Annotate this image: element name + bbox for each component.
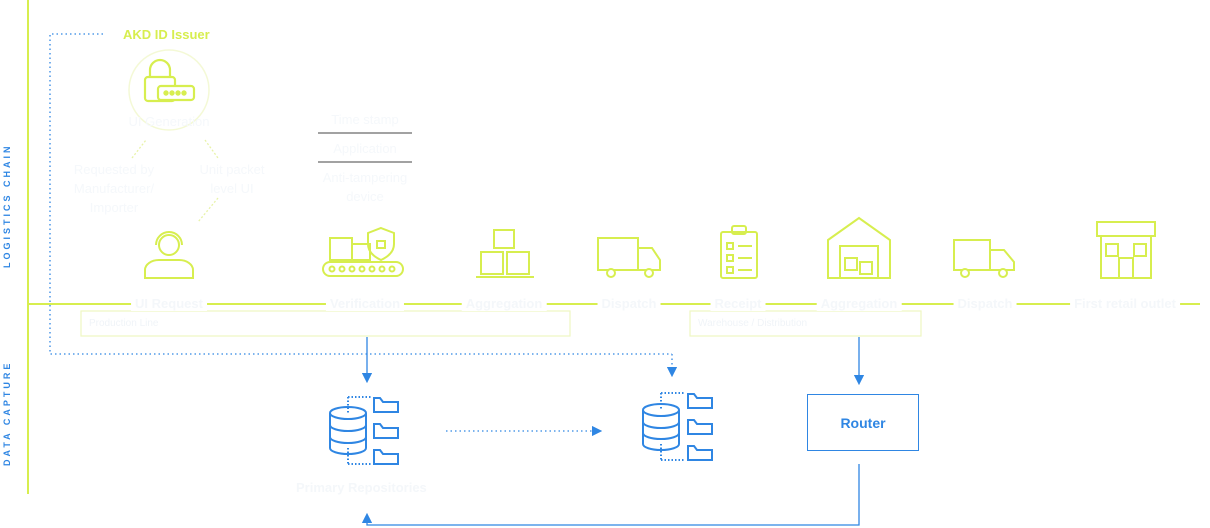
folder-icons-2 — [687, 393, 713, 461]
warehouse-label: Warehouse / Distribution — [698, 318, 808, 329]
warehouse-box — [689, 310, 922, 337]
warehouse-icon — [827, 216, 891, 279]
router-box: Router — [807, 394, 919, 451]
issuer-circle — [128, 49, 210, 131]
database-icon-2 — [642, 392, 685, 461]
operator-icon — [144, 231, 194, 279]
stage-first-retail-outlet: First retail outlet — [1070, 296, 1180, 311]
aggregation-boxes-icon — [476, 229, 534, 278]
time-stamp-label: Time stamp — [331, 112, 399, 127]
requested-by-label: Requested by Manufacturer/ Importer — [73, 162, 155, 215]
stage-verification: Verification — [325, 296, 405, 311]
unit-packet-label: Unit packet level UI — [199, 162, 265, 196]
issuer-bracket — [49, 33, 672, 355]
store-icon — [1096, 221, 1156, 279]
ui-generation-label: UI Generation — [128, 114, 210, 129]
production-line-box — [80, 310, 571, 337]
anti-tampering-label: Anti-tampering device — [322, 170, 408, 204]
stage-aggregation-1: Aggregation — [461, 296, 547, 311]
stage-dispatch-2: Dispatch — [953, 296, 1017, 311]
database-icon-1 — [329, 396, 372, 465]
clipboard-icon — [720, 225, 758, 279]
truck-icon-1 — [597, 237, 661, 278]
router-return-arrow — [361, 464, 860, 526]
folder-icons-1 — [373, 397, 399, 465]
lock-icon — [143, 58, 196, 103]
truck-icon-2 — [953, 239, 1015, 278]
conveyor-shield-icon — [322, 226, 404, 277]
stage-aggregation-2: Aggregation — [816, 296, 902, 311]
stage-dispatch-1: Dispatch — [597, 296, 661, 311]
application-label: Application — [333, 141, 397, 156]
production-line-label: Production Line — [89, 318, 159, 329]
issuer-title: AKD ID Issuer — [123, 27, 210, 42]
stage-ui-request: UI Request — [131, 296, 207, 311]
primary-repositories-label: Primary Repositories — [296, 480, 427, 495]
stage-receipt: Receipt — [710, 296, 766, 311]
